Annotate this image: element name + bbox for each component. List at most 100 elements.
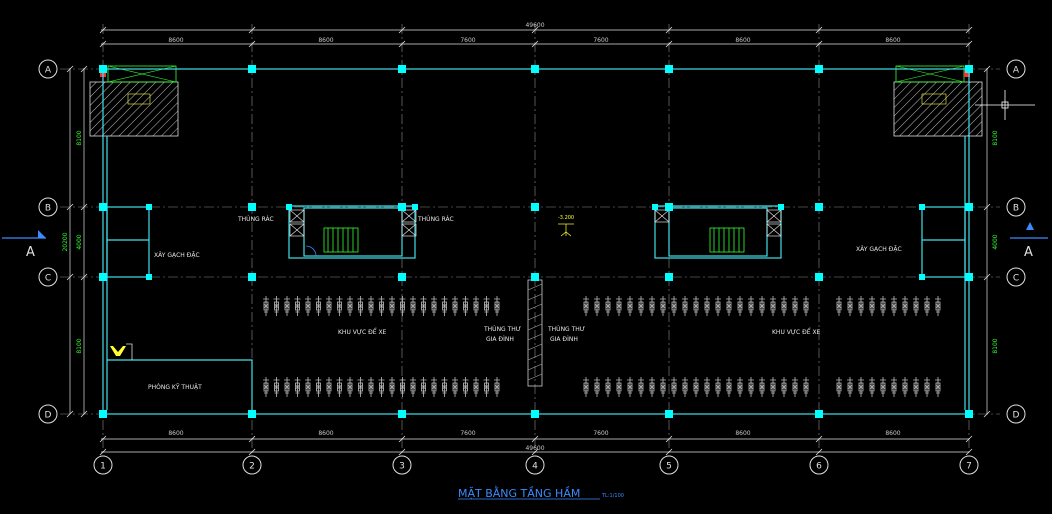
motorbike-stroke	[616, 377, 622, 397]
motorbike-icon	[273, 377, 280, 397]
axis-bubble-left-D: D	[45, 411, 52, 421]
axis-bubble-bottom-3: 3	[399, 462, 405, 472]
motorbike-body	[484, 301, 489, 311]
motorbike-stroke	[627, 377, 633, 397]
motorbike-icon	[781, 296, 787, 316]
right-dim-row-3: 8100	[992, 338, 999, 353]
motorbike-icon	[627, 296, 633, 316]
column	[665, 203, 673, 211]
label-mailbox-left-1: THÙNG THƯ	[483, 326, 521, 333]
motorbike-stroke	[737, 377, 743, 397]
motorbike-stroke	[803, 296, 809, 316]
motorbike-body	[737, 301, 743, 311]
motorbike-body	[326, 301, 332, 311]
dim-tick	[665, 26, 673, 34]
dim-tick	[983, 410, 991, 418]
motorbike-icon	[913, 377, 919, 397]
motorbike-icon	[748, 296, 754, 316]
axis-bubble-right-D: D	[1013, 411, 1020, 421]
section-mark-right: A	[1024, 245, 1033, 260]
motorbike-icon	[924, 296, 930, 316]
axis-bubble-bottom-3-circle	[392, 455, 412, 475]
motorbike-icon	[671, 377, 677, 397]
column	[531, 65, 539, 73]
motorbike-body	[869, 382, 875, 392]
axis-bubble-left-A: A	[45, 66, 52, 76]
motorbike-icon	[494, 377, 500, 397]
motorbike-icon	[326, 296, 332, 316]
axis-bubble-left-C-circle	[38, 267, 58, 287]
motorbike-body	[792, 382, 798, 392]
motorbike-body	[400, 301, 405, 311]
motorbike-body	[902, 301, 908, 311]
motorbike-body	[452, 301, 458, 311]
motorbike-stroke	[847, 296, 853, 316]
motorbike-icon	[704, 377, 710, 397]
motorbike-stroke	[891, 377, 897, 397]
motorbike-stroke	[368, 377, 374, 397]
motorbike-icon	[263, 377, 269, 397]
span-dim-bottom-6: 8600	[885, 430, 900, 437]
motorbike-icon	[605, 296, 611, 316]
motorbike-stroke	[357, 377, 364, 397]
motorbike-icon	[913, 296, 919, 316]
column-small	[412, 204, 418, 210]
motorbike-stroke	[682, 377, 688, 397]
motorbike-body	[627, 382, 633, 392]
column	[965, 273, 973, 281]
motorbike-icon	[473, 296, 479, 316]
walls	[102, 68, 970, 415]
motorbike-body	[649, 382, 655, 392]
motorbike-body	[781, 301, 787, 311]
motorbike-stroke	[368, 296, 374, 316]
motorbike-stroke	[649, 377, 655, 397]
stairs	[305, 227, 745, 257]
motorbike-stroke	[913, 377, 919, 397]
motorbike-body	[748, 382, 754, 392]
motorbike-body	[463, 301, 468, 311]
overall-dim-top: 49600	[525, 22, 544, 29]
left-dim-row-1: 8100	[76, 130, 83, 145]
trash-bins	[289, 209, 782, 237]
motorbike-body	[368, 301, 374, 311]
column	[531, 203, 539, 211]
column	[815, 273, 823, 281]
parking-bikes	[263, 296, 941, 397]
column	[99, 65, 107, 73]
span-dim-bottom-1: 8600	[168, 430, 183, 437]
motorbike-stroke	[880, 377, 886, 397]
motorbike-stroke	[410, 296, 416, 316]
label-mailbox-right-1: THÙNG THƯ	[547, 326, 585, 333]
motorbike-icon	[770, 296, 776, 316]
dim-tick	[248, 435, 256, 443]
motorbike-body	[715, 301, 721, 311]
dim-tick	[99, 40, 107, 48]
motorbike-icon	[473, 377, 479, 397]
dim-tick	[99, 26, 107, 34]
motorbike-body	[347, 382, 353, 392]
motorbike-icon	[483, 296, 490, 316]
motorbike-stroke	[273, 377, 280, 397]
span-dim-bottom-4: 7600	[593, 430, 608, 437]
motorbike-body	[379, 382, 384, 392]
motorbike-stroke	[660, 377, 666, 397]
span-dim-top-5: 8600	[735, 37, 750, 44]
motorbike-icon	[704, 296, 710, 316]
motorbike-icon	[682, 296, 688, 316]
dim-tick	[815, 435, 823, 443]
dim-tick	[248, 40, 256, 48]
axis-bubble-left-A-circle	[38, 59, 58, 79]
motorbike-icon	[347, 296, 353, 316]
motorbike-stroke	[462, 296, 469, 316]
motorbike-stroke	[726, 296, 732, 316]
motorbike-body	[605, 382, 611, 392]
label-mailbox-right-2: GIA ĐÌNH	[550, 336, 578, 343]
motorbike-stroke	[803, 377, 809, 397]
motorbike-body	[410, 382, 416, 392]
label-tech-room: PHÒNG KỸ THUẬT	[148, 384, 202, 391]
motorbike-stroke	[452, 296, 458, 316]
motorbike-body	[494, 382, 500, 392]
motorbike-body	[605, 301, 611, 311]
motorbike-stroke	[770, 296, 776, 316]
column	[248, 273, 256, 281]
